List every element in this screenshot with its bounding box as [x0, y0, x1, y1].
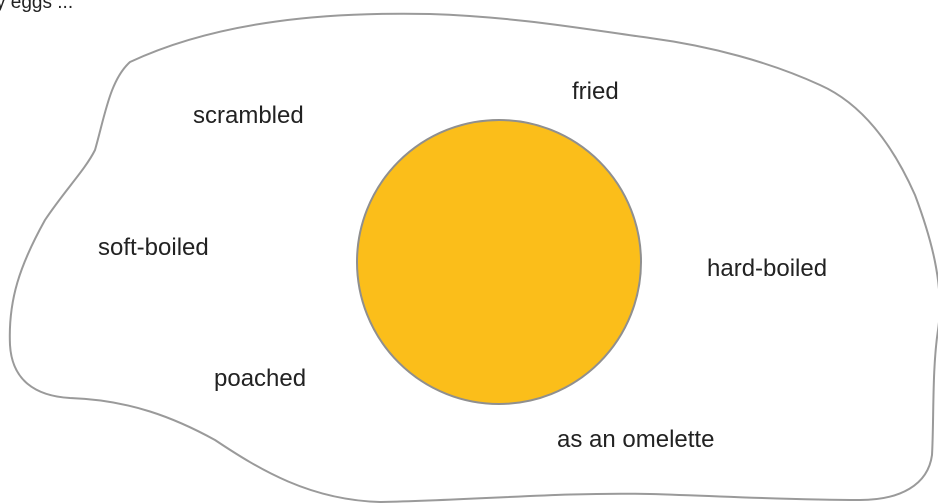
label-fried: fried — [572, 80, 619, 104]
label-scrambled: scrambled — [193, 104, 304, 128]
caption-text: y eggs ... — [0, 0, 73, 14]
label-hard-boiled: hard-boiled — [707, 257, 827, 281]
label-soft-boiled: soft-boiled — [98, 236, 209, 260]
label-as-an-omelette: as an omelette — [557, 428, 714, 452]
yolk — [357, 120, 641, 404]
label-poached: poached — [214, 367, 306, 391]
